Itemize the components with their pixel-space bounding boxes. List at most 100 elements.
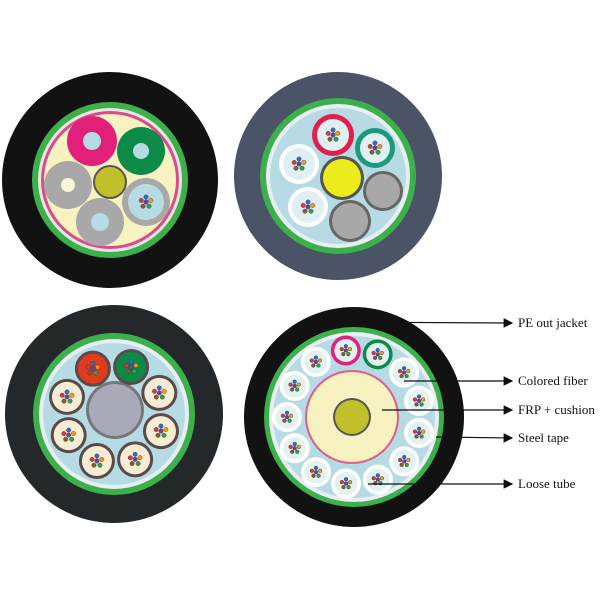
- fiber-strand: [71, 431, 76, 436]
- loose-tube-with-fibers: [300, 346, 331, 377]
- fiber-strand: [414, 434, 419, 439]
- fiber-strand: [296, 444, 301, 449]
- fiber-strand: [143, 199, 149, 205]
- colored-fiber-bundle: [85, 361, 101, 376]
- fiber-strand: [375, 477, 380, 482]
- loose-tube-with-fibers: [279, 433, 310, 464]
- fiber-strand: [61, 431, 67, 436]
- fiber-strand: [296, 156, 302, 162]
- loose-tube-with-fibers: [362, 339, 393, 370]
- fiber-strand: [313, 465, 319, 471]
- filler-rod: [329, 200, 371, 242]
- colored-fiber-bundle: [339, 477, 353, 490]
- fiber-strand: [375, 352, 380, 357]
- cable-cross-section-4: [244, 307, 464, 527]
- fiber-strand: [399, 462, 404, 468]
- loose-tube-with-fibers: [279, 370, 310, 401]
- fiber-strand: [66, 432, 72, 438]
- fiber-strand: [129, 461, 135, 466]
- fiber-strand: [313, 359, 318, 364]
- loose-tube: [117, 127, 165, 175]
- fiber-strand: [311, 473, 316, 478]
- fiber-strand: [347, 347, 352, 352]
- fiber-strand: [161, 388, 167, 394]
- cable-cross-section-3: [5, 305, 223, 523]
- colored-fiber-bundle: [397, 366, 411, 379]
- fiber-strand: [313, 355, 318, 360]
- fiber-strand: [371, 476, 376, 481]
- fiber-strand: [421, 397, 426, 402]
- fiber-strand: [159, 394, 165, 400]
- label-colored-fiber: Colored fiber: [518, 373, 588, 388]
- colored-fiber-bundle: [371, 348, 384, 360]
- callouts: PE out jacket Colored fiber FRP + cushio…: [321, 315, 595, 491]
- label-frp-cushion: FRP + cushion: [518, 402, 595, 417]
- colored-fiber-bundle: [309, 465, 323, 478]
- colored-fiber-bundle: [288, 379, 301, 392]
- loose-tube-ring: [272, 335, 435, 499]
- fiber-strand: [293, 165, 299, 171]
- fiber-strand: [375, 473, 380, 478]
- fiber-strand: [308, 208, 314, 214]
- fiber-strand: [69, 392, 75, 398]
- label-steel-tape: Steel tape: [518, 430, 569, 445]
- fiber-strand: [343, 348, 348, 353]
- colored-fiber-bundle: [325, 127, 341, 142]
- frp-center-member: [320, 156, 364, 200]
- colored-fiber-bundle: [280, 410, 294, 423]
- fiber-strand: [61, 398, 67, 404]
- fiber-strand: [372, 140, 378, 146]
- fiber-strand: [316, 363, 321, 368]
- cable-cross-section-2: [234, 72, 442, 280]
- fiber-strand: [156, 390, 162, 396]
- fiber-strand: [398, 457, 403, 463]
- fiber-strand: [330, 132, 336, 138]
- fiber-strand: [156, 385, 162, 391]
- fiber-strand: [309, 468, 315, 473]
- fiber-strand: [343, 481, 349, 486]
- frp-cushion: [305, 370, 399, 464]
- loose-tube-with-fibers: [288, 187, 328, 227]
- fiber-strand: [67, 398, 73, 404]
- loose-tube-with-fibers: [312, 114, 354, 156]
- fiber-strand: [316, 473, 321, 478]
- loose-tube-with-fibers: [49, 378, 86, 415]
- fiber-strand: [64, 389, 70, 395]
- fiber-strand: [301, 159, 307, 165]
- fiber-strand: [379, 476, 384, 481]
- fiber-strand: [146, 203, 152, 209]
- fiber-strand: [66, 427, 72, 433]
- colored-fiber-bundle: [412, 394, 426, 407]
- fiber-strand: [299, 165, 305, 171]
- fiber-strand: [310, 202, 316, 208]
- fiber-strand: [417, 430, 422, 436]
- fiber-strand: [369, 149, 375, 155]
- fiber-strand: [412, 397, 418, 402]
- fiber-strand: [123, 363, 129, 368]
- fiber-strand: [414, 402, 419, 407]
- fiber-strand: [375, 348, 380, 353]
- fiber-strand: [133, 363, 139, 368]
- loose-tube: [76, 198, 124, 246]
- frp-center-core: [95, 167, 125, 197]
- fiber-strand: [59, 392, 65, 398]
- fiber-strand: [341, 351, 346, 357]
- loose-tube-with-fibers: [331, 468, 362, 499]
- fiber-strand: [128, 364, 134, 370]
- fiber-strand: [399, 374, 404, 379]
- fiber-strand: [94, 458, 100, 464]
- fiber-strand: [343, 477, 349, 482]
- fiber-strand: [91, 462, 97, 468]
- colored-fiber-bundle: [59, 389, 75, 404]
- fiber-strand: [367, 143, 373, 149]
- fiber-strand: [295, 449, 300, 454]
- loose-tube-with-fibers: [141, 374, 178, 411]
- fiber-strand: [412, 429, 418, 434]
- colored-fiber-bundle: [398, 455, 411, 468]
- fiber-strand: [348, 480, 353, 485]
- fiber-strand: [313, 470, 319, 475]
- fiber-strand: [402, 366, 407, 371]
- colored-fiber-bundle: [309, 355, 323, 368]
- fiber-strand: [406, 457, 411, 463]
- fiber-strand: [290, 449, 295, 454]
